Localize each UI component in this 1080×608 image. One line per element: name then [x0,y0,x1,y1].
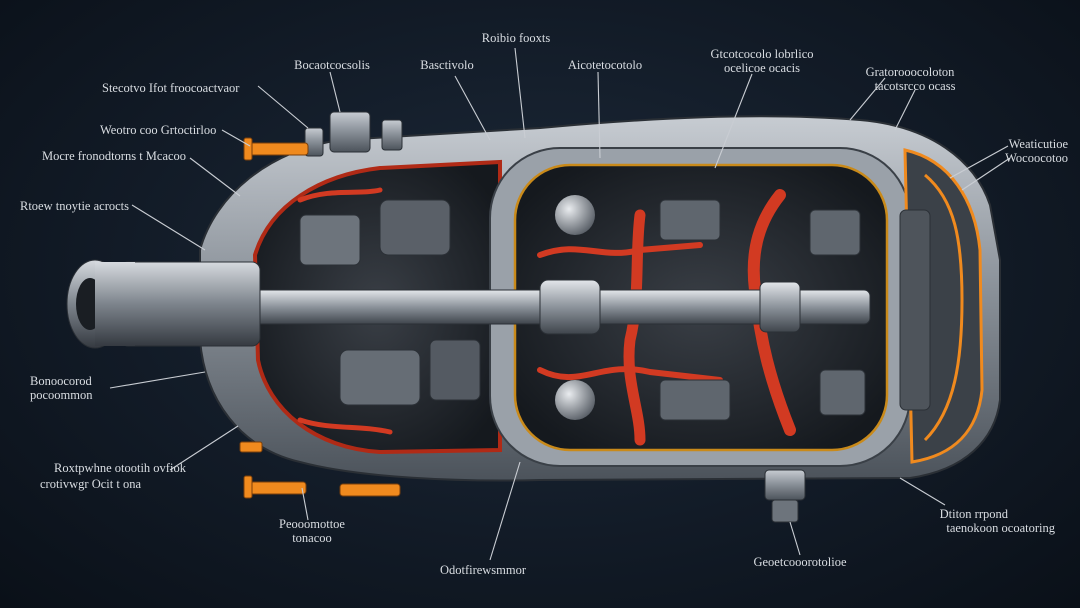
label-left-6-line2: crotivwgr Ocit t ona [40,477,141,491]
label-top-center: Roibio fooxts [482,31,551,45]
leader-lines [109,47,1011,561]
label-left-1: Stecotvo Ifot froocoactvaor [102,81,240,95]
label-bottom-center-right: Geoetcooorotolioe [753,555,846,569]
label-left-4: Rtoew tnoytie acrocts [20,199,129,213]
label-left-5-line2: pocoommon [30,388,93,402]
label-top-left-1: Bocaotcocsolis [294,58,370,72]
label-top-mid: Aicotetocotolo [568,58,642,72]
label-top-right-1-line1: Gtcotcocolo lobrlico [710,47,813,61]
engine-body [66,111,1001,523]
label-top-left-2: Basctivolo [420,58,473,72]
callout-labels: Roibio fooxts Bocaotcocsolis Basctivolo … [20,31,1068,577]
label-left-3: Mocre fronodtorns t Mcacoo [42,149,186,163]
label-bottom-center-left: Odotfirewsmmor [440,563,527,577]
bottom-port [764,469,806,523]
label-left-5-line1: Bonoocorod [30,374,93,388]
shaft-coupling [539,279,601,335]
label-bottom-left-line1: Peooomottoe [279,517,345,531]
internal-components [299,195,931,421]
label-top-right-2-line2: tacotsrcco ocass [875,79,956,93]
shaft-bearing [759,281,801,333]
label-bottom-left-line2: tonacoo [292,531,332,545]
orange-fittings [239,137,401,499]
rear-orange-ring [923,173,964,442]
label-right-1-line2: Wocoocotoo [1005,151,1068,165]
label-bottom-right-line2: taenokoon ocoatoring [946,521,1055,535]
front-nozzle [66,259,261,349]
label-left-6-line1: Roxtpwhne otootih ovfiok [54,461,187,475]
label-top-right-1-line2: ocelicoe ocacis [724,61,800,75]
label-top-right-2-line1: Gratorooocoloton [866,65,956,79]
top-fittings [304,111,403,157]
label-right-1-line1: Weaticutioe [1009,137,1069,151]
label-bottom-right-line1: Dtiton rrpond [940,507,1009,521]
label-left-2: Weotro coo Grtoctirloo [100,123,216,137]
